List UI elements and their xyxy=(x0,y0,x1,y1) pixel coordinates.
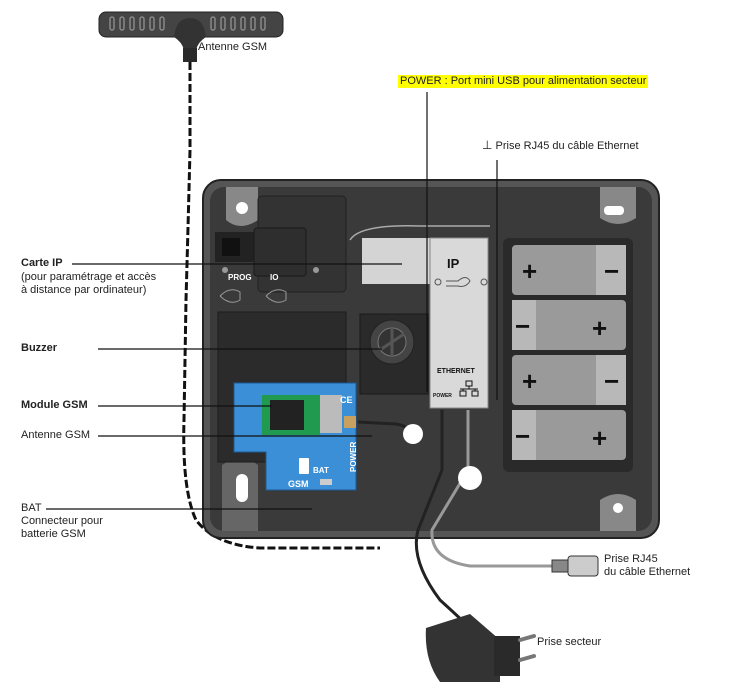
battery-plus: + xyxy=(522,366,537,396)
gsm-antenna xyxy=(98,11,284,62)
label-bat-desc1: Connecteur pour xyxy=(21,515,103,527)
gsm-mark: GSM xyxy=(288,479,309,489)
io-mark: IO xyxy=(270,273,278,282)
label-rj45-bottom1: Prise RJ45 xyxy=(604,553,658,565)
label-antenna-left: Antenne GSM xyxy=(21,429,91,441)
bat-mark: BAT xyxy=(313,466,329,475)
ethernet-icon: ⊥ xyxy=(482,138,493,152)
ip-mark: IP xyxy=(447,256,460,271)
label-rj45-bottom2: du câble Ethernet xyxy=(604,566,691,578)
battery-minus: − xyxy=(604,366,619,396)
mains-adapter xyxy=(425,614,536,682)
ip-card: IP ETHERNET POWER xyxy=(349,225,490,409)
battery-minus: − xyxy=(515,311,530,341)
label-ip-card-title: Carte IP xyxy=(21,257,63,269)
power-mark-small: POWER xyxy=(433,393,452,399)
battery-plus: + xyxy=(592,423,607,453)
leader-lines xyxy=(46,92,498,510)
prog-mark: PROG xyxy=(228,273,252,282)
battery-plus: + xyxy=(592,313,607,343)
label-rj45-top-text: Prise RJ45 du câble Ethernet xyxy=(495,140,639,152)
label-rj45-top: ⊥ Prise RJ45 du câble Ethernet xyxy=(482,139,639,153)
label-gsm-module: Module GSM xyxy=(21,399,88,411)
label-mains-plug: Prise secteur xyxy=(537,636,602,648)
label-power-port: POWER : Port mini USB pour alimentation … xyxy=(398,75,649,88)
buzzer xyxy=(359,313,429,395)
battery-minus: − xyxy=(515,421,530,451)
label-buzzer: Buzzer xyxy=(21,342,58,354)
ethernet-cable xyxy=(430,410,552,568)
ce-mark: CE xyxy=(340,395,353,405)
label-antenna-top: Antenne GSM xyxy=(198,41,268,53)
label-ip-card-desc1: (pour paramétrage et accès xyxy=(21,271,157,283)
label-bat-title: BAT xyxy=(21,502,42,514)
rj45-plug xyxy=(551,555,599,577)
label-ip-card-desc2: à distance par ordinateur) xyxy=(21,284,147,296)
battery-plus: + xyxy=(522,256,537,286)
ethernet-icon xyxy=(459,380,479,397)
label-bat-desc2: batterie GSM xyxy=(21,528,86,540)
battery-pack: + − − + + − − + xyxy=(503,238,633,472)
battery-minus: − xyxy=(604,256,619,286)
ethernet-mark: ETHERNET xyxy=(437,368,475,375)
power-mark-vertical: POWER xyxy=(349,442,358,472)
